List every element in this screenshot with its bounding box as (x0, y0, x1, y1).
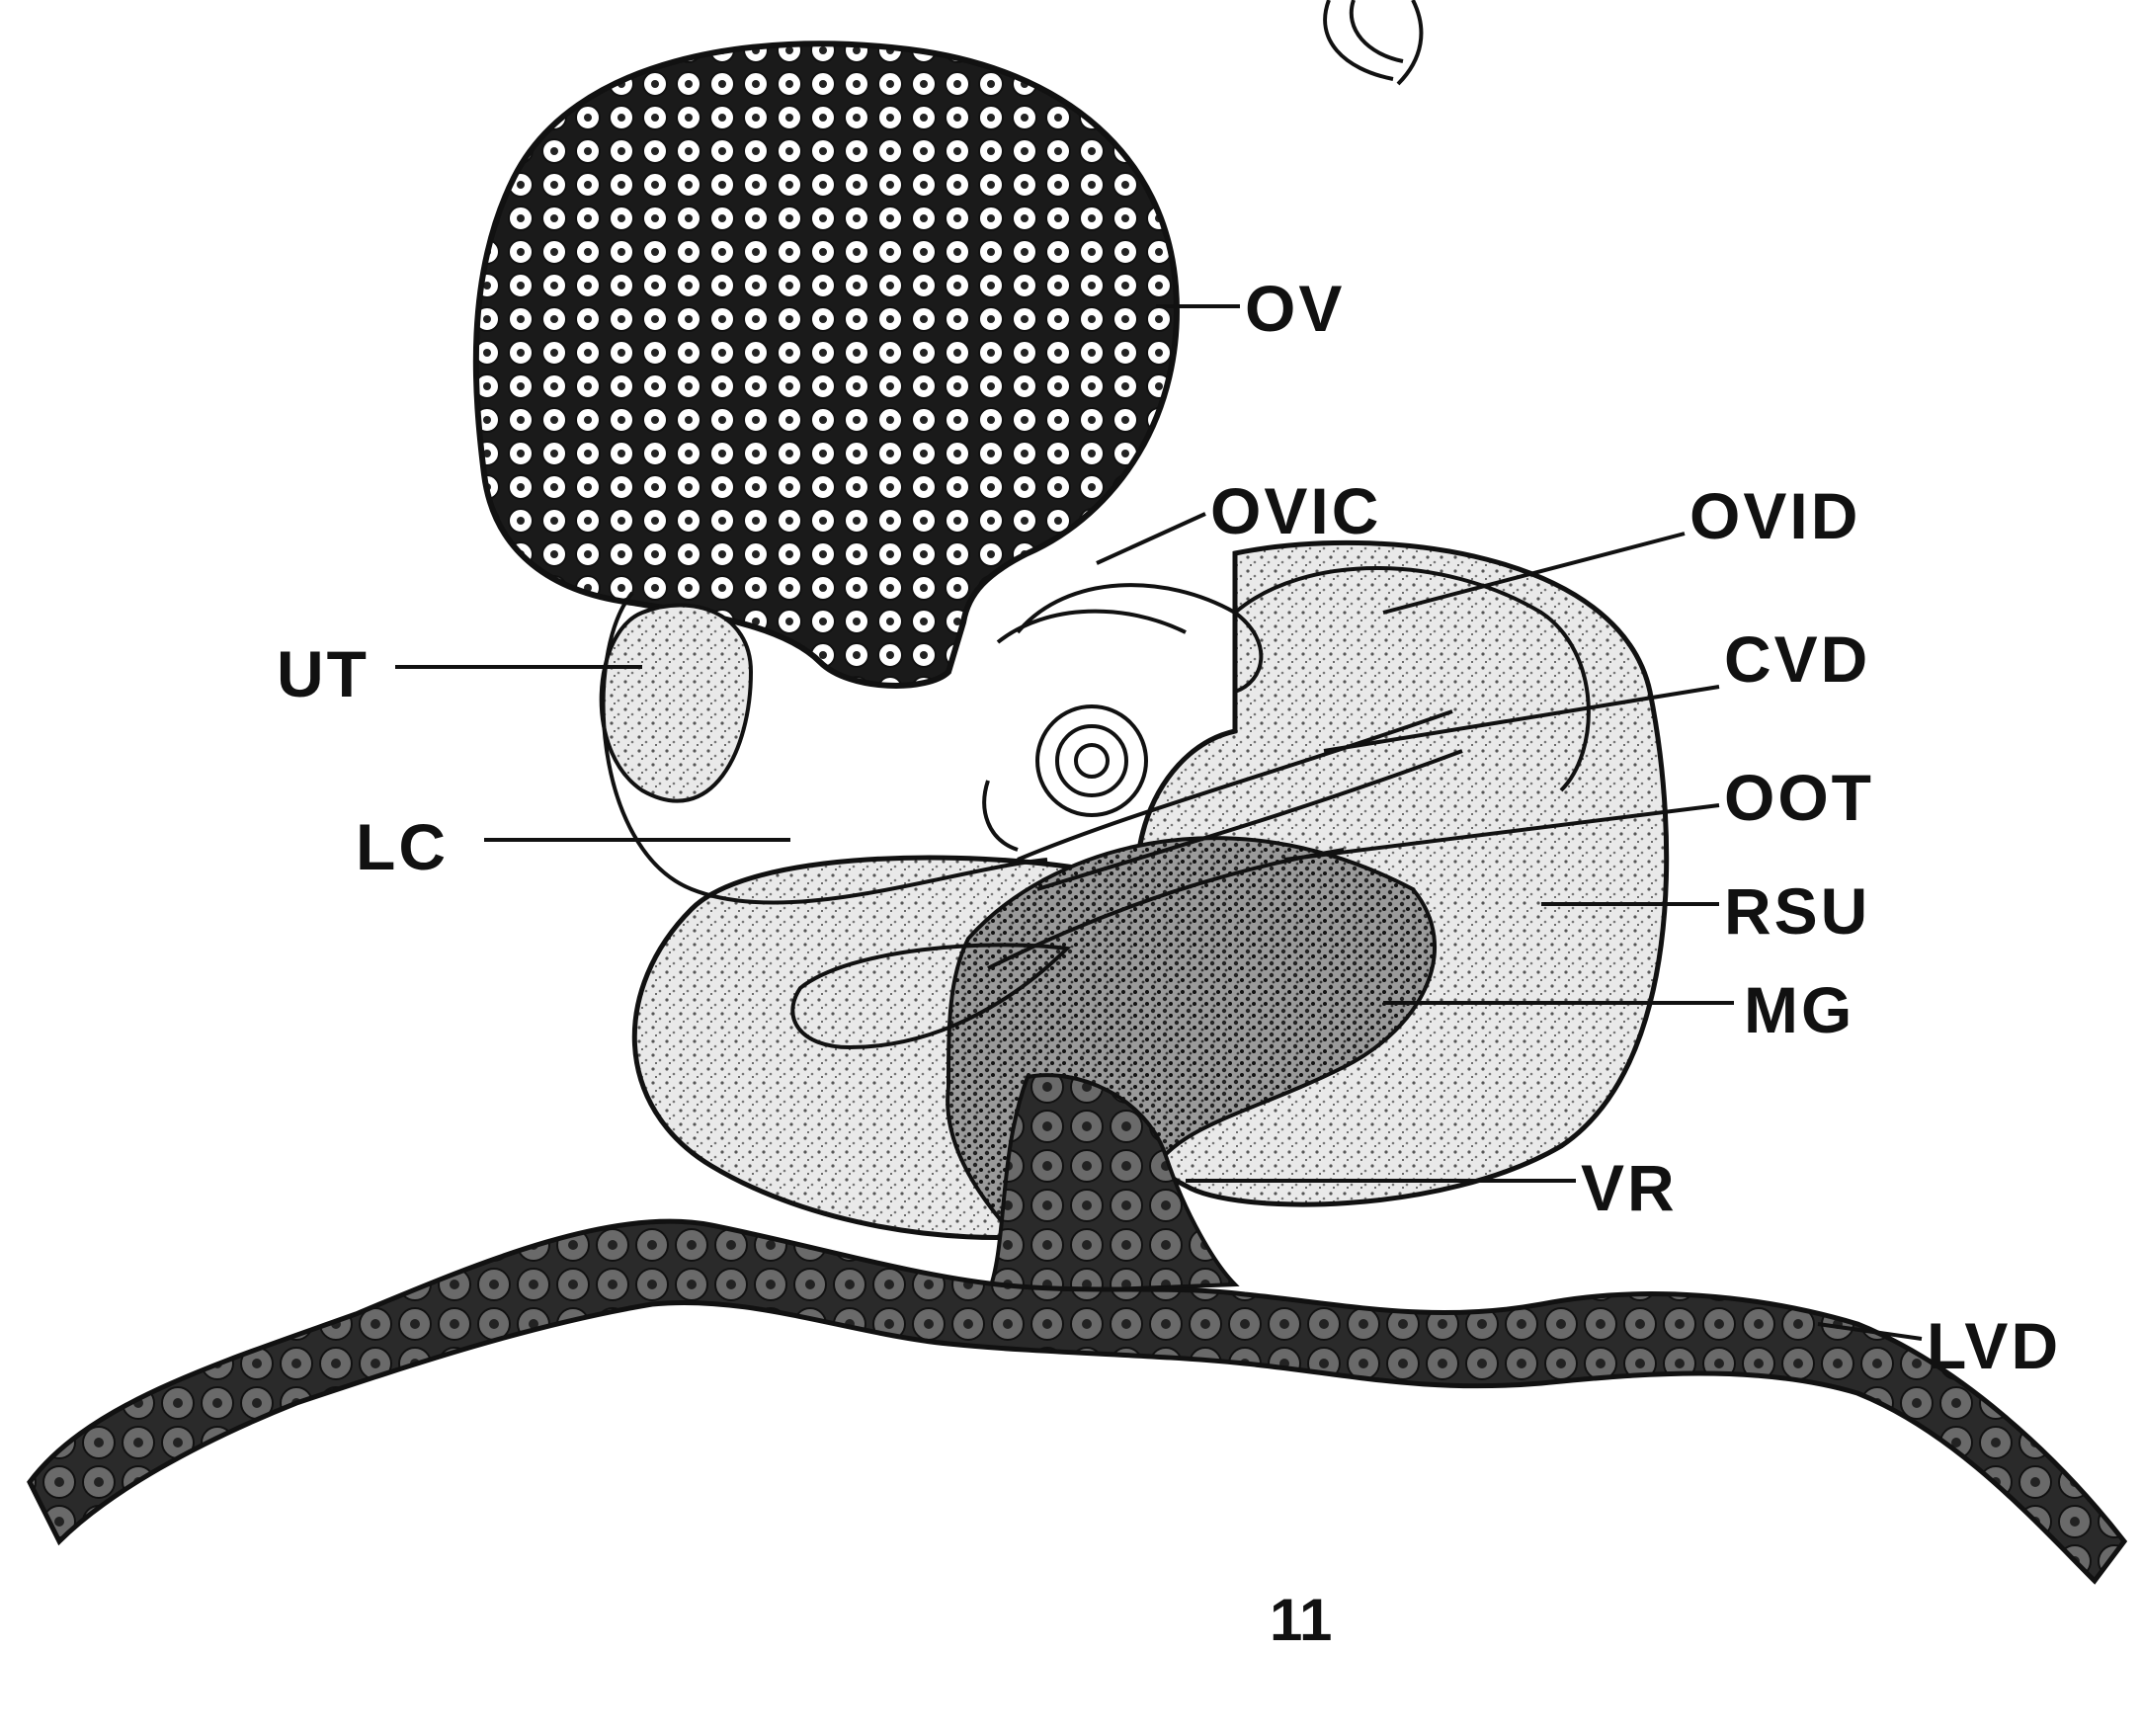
label-vr: VR (1581, 1151, 1678, 1224)
figure-number: 11 (1270, 1587, 1332, 1653)
ovary (476, 43, 1177, 686)
label-cvd: CVD (1724, 622, 1870, 696)
label-ut: UT (277, 637, 370, 710)
label-ovic: OVIC (1210, 474, 1381, 547)
label-lvd: LVD (1927, 1309, 2061, 1382)
coil-fragment (1325, 0, 1421, 84)
label-oot: OOT (1724, 761, 1874, 834)
label-ovid: OVID (1689, 479, 1860, 552)
laurer-canal-coil (984, 706, 1146, 850)
uterus (602, 606, 751, 801)
label-mg: MG (1744, 973, 1854, 1046)
label-lc: LC (356, 810, 449, 883)
label-rsu: RSU (1724, 874, 1870, 948)
label-ov: OV (1245, 272, 1345, 345)
